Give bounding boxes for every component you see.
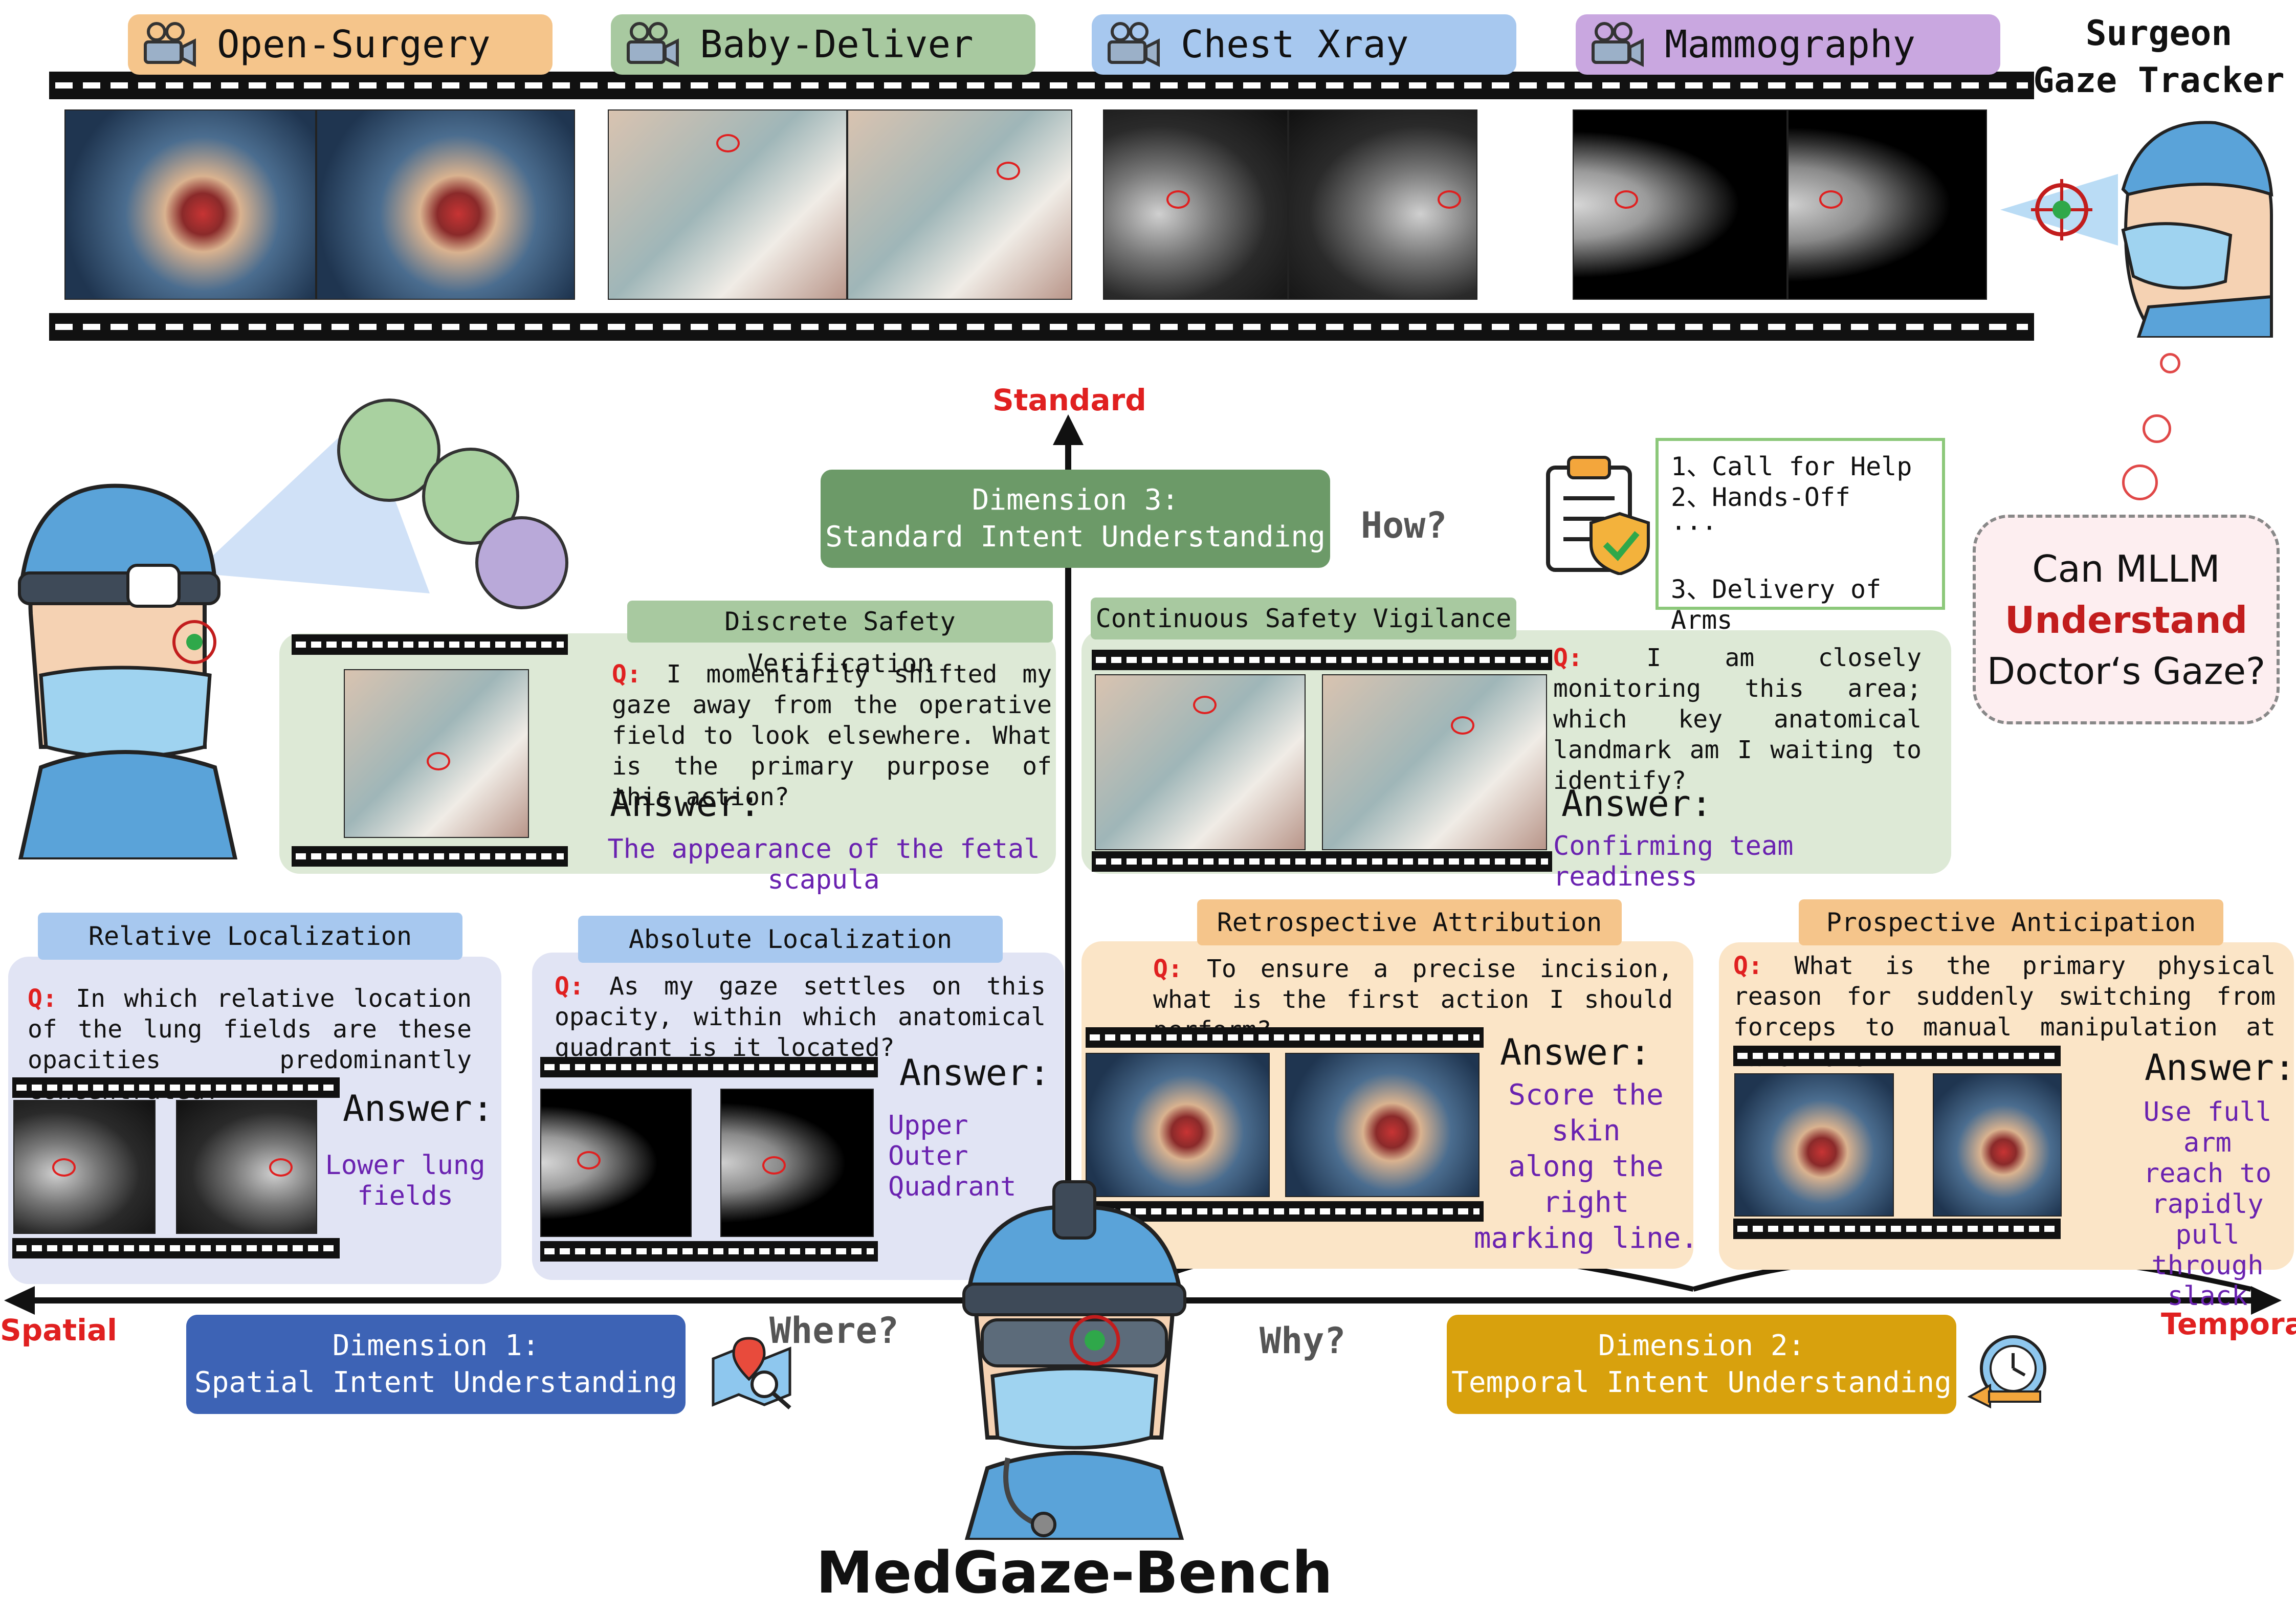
film-edge	[12, 1077, 340, 1098]
clock-history-icon	[1967, 1335, 2046, 1409]
question-discrete: Q: I momentarily shifted my gaze away fr…	[612, 660, 1052, 811]
video-camera-icon	[1108, 22, 1160, 67]
frame-baby-deliver-1	[608, 109, 847, 300]
tab-label: Chest Xray	[1181, 23, 1409, 67]
label-absolute-localization: Absolute Localization	[578, 916, 1003, 963]
answer-continuous: Confirming team readiness	[1553, 831, 1794, 892]
frame-prospective-2	[1933, 1073, 2062, 1217]
tracker-label: Surgeon Gaze Tracker	[2033, 13, 2285, 101]
frame-absolute-2	[720, 1089, 874, 1237]
answer-label-discrete: Answer:	[610, 783, 761, 825]
frame-discrete	[344, 669, 529, 838]
film-edge	[1092, 851, 1552, 872]
dimension-2-box: Dimension 2: Temporal Intent Understandi…	[1447, 1315, 1956, 1414]
label-relative-localization: Relative Localization	[38, 913, 462, 960]
answer-label-relative: Answer:	[343, 1088, 494, 1130]
question-where: Where?	[769, 1310, 899, 1352]
axis-label-standard: Standard	[992, 383, 1146, 417]
tab-open-surgery: Open-Surgery	[128, 14, 553, 75]
film-edge	[1733, 1046, 2061, 1066]
tab-mammography: Mammography	[1576, 14, 2000, 75]
question-prospective: Q: What is the primary physical reason f…	[1733, 952, 2276, 1072]
video-camera-icon	[1592, 22, 1644, 67]
dimension-3-box: Dimension 3: Standard Intent Understandi…	[821, 470, 1330, 568]
map-search-icon	[712, 1337, 791, 1410]
frame-relative-2	[176, 1100, 317, 1234]
doctor-illustration-center	[962, 1180, 1186, 1540]
label-prospective: Prospective Anticipation	[1799, 899, 2223, 945]
dimension-1-box: Dimension 1: Spatial Intent Understandin…	[186, 1315, 686, 1414]
checklist-box: 1、Call for Help 2、Hands-Off ··· 3、Delive…	[1655, 438, 1945, 635]
film-edge	[292, 634, 568, 655]
frame-retrospective-1	[1086, 1053, 1270, 1197]
benchmark-title: MedGaze-Bench	[816, 1540, 1333, 1606]
question-how: How?	[1361, 504, 1447, 546]
tab-chest-xray: Chest Xray	[1092, 14, 1516, 75]
answer-discrete: The appearance of the fetal scapula	[607, 834, 1040, 895]
frame-retrospective-2	[1285, 1053, 1480, 1197]
film-edge	[292, 846, 568, 867]
frame-absolute-1	[540, 1089, 692, 1237]
axis-label-temporal: Temporal	[2161, 1307, 2296, 1341]
frame-continuous-1	[1095, 674, 1306, 850]
thought-dot-1	[2160, 353, 2180, 373]
frame-chest-xray-1	[1103, 109, 1288, 300]
frame-prospective-1	[1734, 1073, 1894, 1217]
answer-label-continuous: Answer:	[1561, 783, 1713, 825]
question-why: Why?	[1260, 1320, 1346, 1362]
frame-mammography-1	[1573, 109, 1787, 300]
question-absolute: Q: As my gaze settles on this opacity, w…	[555, 972, 1046, 1062]
thought-dot-3	[2122, 465, 2158, 500]
answer-retrospective: Score the skin along the right marking l…	[1473, 1078, 1698, 1255]
surgeon-tracker-illustration	[2000, 121, 2273, 338]
film-edge	[12, 1238, 340, 1258]
answer-prospective: Use full arm reach to rapidly pull throu…	[2143, 1097, 2272, 1312]
frame-continuous-2	[1322, 674, 1547, 850]
film-edge	[540, 1057, 878, 1077]
answer-label-prospective: Answer:	[2145, 1047, 2296, 1089]
frame-relative-1	[13, 1100, 156, 1234]
label-continuous-safety: Continuous Safety Vigilance	[1091, 598, 1516, 639]
tab-label: Mammography	[1665, 23, 1916, 67]
video-camera-icon	[627, 22, 679, 67]
film-edge	[1086, 1201, 1484, 1222]
clipboard-shield-icon	[1546, 456, 1650, 575]
thought-dot-2	[2143, 414, 2171, 443]
frame-open-surgery-2	[316, 109, 575, 300]
video-camera-icon	[144, 22, 196, 67]
label-discrete-safety: Discrete Safety Verification	[627, 601, 1053, 678]
film-edge	[1092, 650, 1552, 670]
tab-baby-deliver: Baby-Deliver	[611, 14, 1035, 75]
axis-label-spatial: Spatial	[0, 1313, 118, 1347]
film-edge	[1733, 1219, 2061, 1239]
label-retrospective: Retrospective Attribution	[1197, 899, 1622, 945]
answer-label-absolute: Answer:	[899, 1052, 1051, 1094]
thought-bubble: Can MLLM Understand Doctor‘s Gaze?	[1973, 515, 2280, 724]
question-continuous: Q: I am closely monitoring this area; wh…	[1553, 644, 1922, 795]
film-edge	[540, 1241, 878, 1262]
frame-chest-xray-2	[1288, 109, 1477, 300]
question-retrospective: Q: To ensure a precise incision, what is…	[1153, 955, 1673, 1045]
answer-relative: Lower lung fields	[325, 1150, 485, 1211]
frame-open-surgery-1	[64, 109, 316, 300]
tab-label: Baby-Deliver	[700, 23, 974, 67]
frame-baby-deliver-2	[847, 109, 1072, 300]
film-edge	[1086, 1027, 1484, 1048]
answer-absolute: Upper Outer Quadrant	[888, 1110, 1017, 1202]
doctor-illustration-left	[18, 399, 568, 859]
tab-label: Open-Surgery	[217, 23, 491, 67]
answer-label-retrospective: Answer:	[1500, 1031, 1651, 1073]
frame-mammography-2	[1787, 109, 1987, 300]
